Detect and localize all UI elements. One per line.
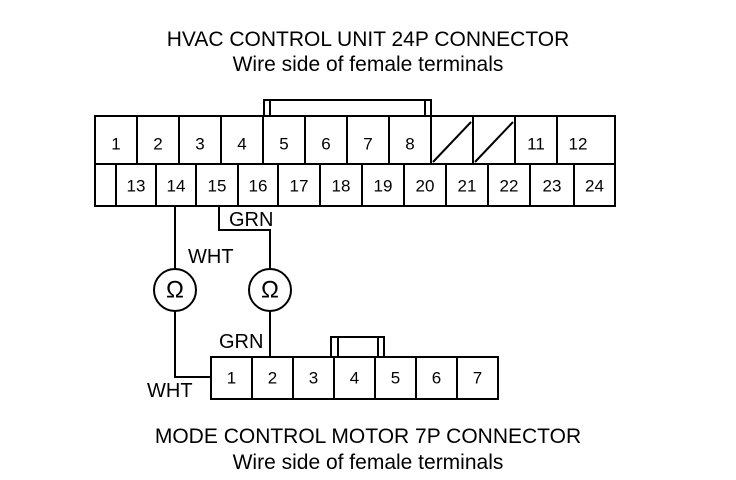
upper-pin-16: 16	[249, 177, 268, 196]
upper-top-row-dividers	[136, 116, 558, 164]
lower-pin-6: 6	[432, 369, 441, 388]
right-ohmmeter-circle	[248, 268, 292, 312]
upper-pin-6: 6	[321, 135, 330, 154]
empty-cavity-mark	[432, 121, 472, 163]
upper-pin-20: 20	[416, 177, 435, 196]
lower-connector-subtitle: Wire side of female terminals	[232, 451, 504, 474]
upper-pin-17: 17	[290, 177, 309, 196]
wire-label-wht-lower: WHT	[147, 380, 193, 402]
upper-pin-5: 5	[279, 135, 288, 154]
lower-connector-dividers	[251, 357, 458, 399]
upper-pin-18: 18	[332, 177, 351, 196]
upper-connector-title: HVAC CONTROL UNIT 24P CONNECTOR	[166, 28, 570, 51]
upper-pin-24: 24	[585, 177, 604, 196]
lower-pin-2: 2	[268, 369, 277, 388]
lower-pin-5: 5	[391, 369, 400, 388]
upper-pin-12: 12	[569, 135, 588, 154]
left-ohmmeter-circle	[153, 268, 197, 312]
upper-pin-8: 8	[405, 135, 414, 154]
upper-bottom-row-dividers	[115, 164, 575, 206]
lower-pin-4: 4	[350, 369, 359, 388]
empty-cavity-mark	[474, 121, 514, 163]
upper-pin-14: 14	[167, 177, 186, 196]
wire-pin15-to-right-meter	[218, 206, 271, 269]
left-ohm-symbol: Ω	[166, 277, 184, 304]
wire-label-grn-upper: GRN	[229, 209, 273, 231]
upper-pin-2: 2	[153, 135, 162, 154]
right-ohm-symbol: Ω	[261, 277, 279, 304]
upper-connector-lock-tab	[263, 99, 432, 116]
upper-pin-13: 13	[127, 177, 146, 196]
wire-label-grn-lower: GRN	[219, 331, 263, 353]
lower-pin-7: 7	[473, 369, 482, 388]
lower-connector-lock-tab	[330, 336, 385, 357]
upper-pin-7: 7	[363, 135, 372, 154]
upper-pin-22: 22	[500, 177, 519, 196]
upper-pin-21: 21	[458, 177, 477, 196]
upper-connector-subtitle: Wire side of female terminals	[232, 53, 504, 76]
upper-pin-1: 1	[111, 135, 120, 154]
lower-pin-3: 3	[309, 369, 318, 388]
upper-pin-23: 23	[543, 177, 562, 196]
upper-pin-3: 3	[195, 135, 204, 154]
wire-label-wht-upper: WHT	[188, 246, 234, 268]
upper-pin-11: 11	[527, 135, 545, 154]
upper-pin-19: 19	[374, 177, 393, 196]
lower-connector-title: MODE CONTROL MOTOR 7P CONNECTOR	[154, 425, 582, 448]
upper-pin-15: 15	[208, 177, 227, 196]
lower-pin-1: 1	[227, 369, 236, 388]
upper-pin-4: 4	[237, 135, 246, 154]
wire-left-meter-to-motor-pin1	[174, 311, 211, 378]
